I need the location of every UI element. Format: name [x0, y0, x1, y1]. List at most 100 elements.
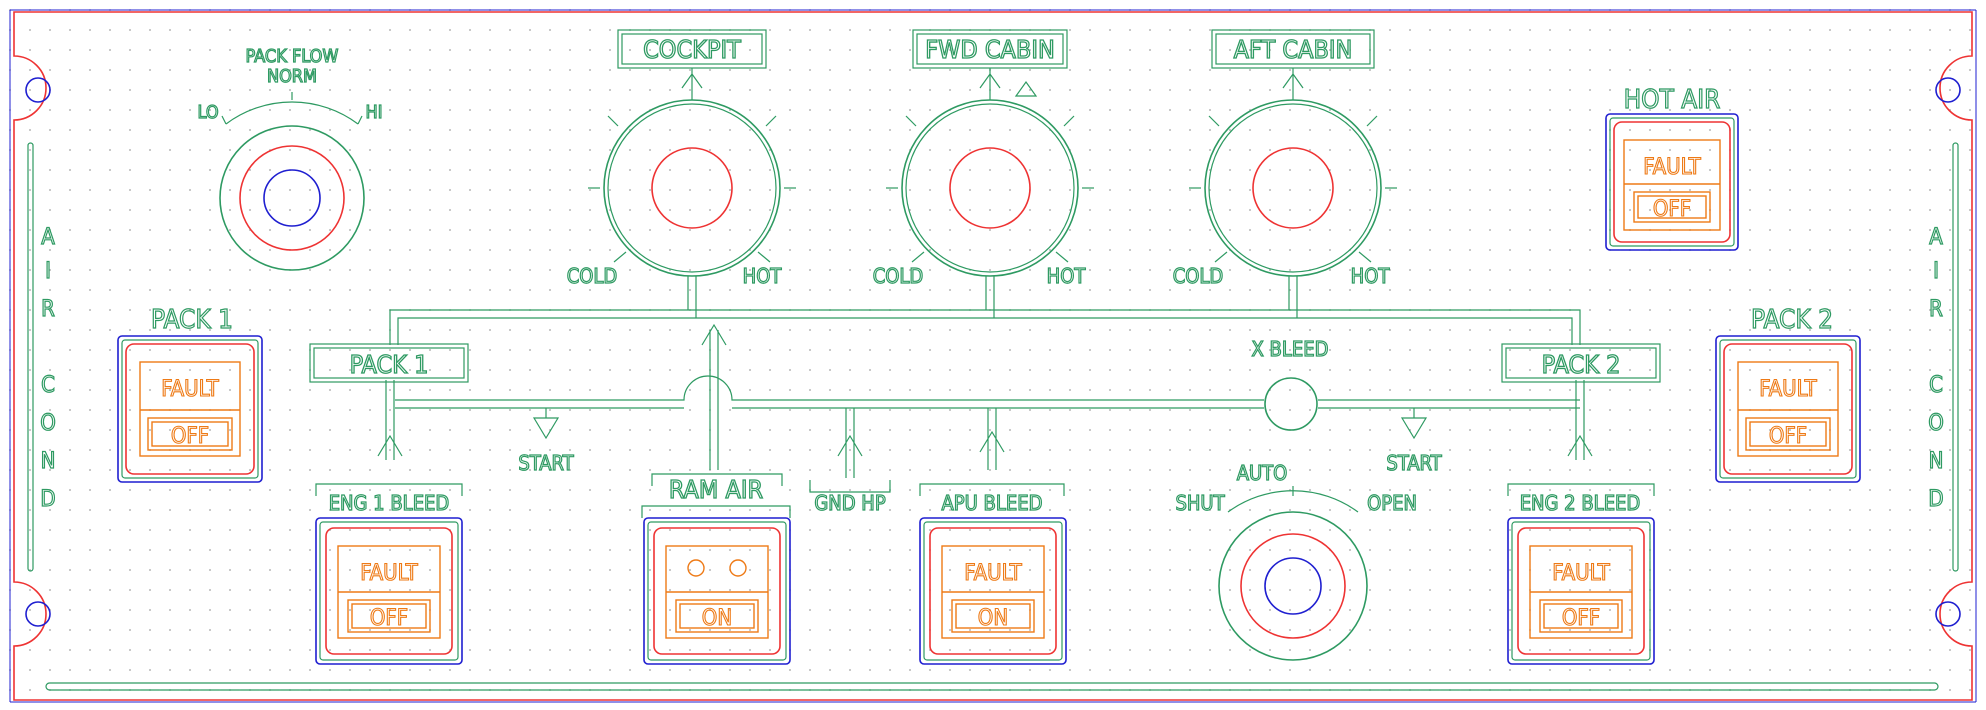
pack-flow-knob[interactable]	[219, 125, 365, 271]
eng2-bleed-pushbutton-group: ENG 2 BLEED FAULT OFF	[1507, 483, 1655, 665]
side-letter: N	[41, 449, 56, 474]
side-letter: A	[1929, 225, 1943, 250]
pack-flow-scale-arc	[225, 101, 359, 125]
bottom-rail	[45, 682, 1939, 691]
eng2-bleed-pushbutton[interactable]: FAULT OFF	[1507, 517, 1655, 665]
x-bleed-open-label: OPEN	[1367, 491, 1417, 515]
pack-flow-title: PACK FLOW	[246, 46, 339, 67]
pack-flow-lo-label: LO	[197, 102, 218, 123]
pack-flow-norm-label: NORM	[267, 66, 317, 87]
pack2-schematic-label: PACK 2	[1501, 343, 1661, 383]
pack1-title: PACK 1	[151, 305, 233, 335]
eng1-bleed-pushbutton[interactable]: FAULT OFF	[315, 517, 463, 665]
eng2-bleed-fault-legend: FAULT	[1552, 561, 1610, 586]
apu-bleed-on-legend: ON	[978, 606, 1008, 631]
ram-air-indicator-dot-icon	[729, 559, 747, 577]
side-letter: N	[1929, 449, 1944, 474]
ram-air-on-legend: ON	[702, 606, 732, 631]
ram-air-pushbutton-group: RAM AIR ON	[641, 473, 791, 665]
eng2-bleed-off-legend: OFF	[1562, 606, 1600, 631]
zone-aft-cabin-legend: AFT CABIN	[1211, 29, 1375, 69]
screw-top-left	[25, 77, 51, 103]
hot-air-pushbutton[interactable]: FAULT OFF	[1605, 113, 1739, 251]
panel-outline	[13, 11, 1973, 701]
cockpit-hot-label: HOT	[743, 264, 783, 288]
x-bleed-title: X BLEED	[1252, 337, 1329, 361]
aft-cabin-cold-label: COLD	[1173, 264, 1224, 288]
fwd-cabin-cold-label: COLD	[873, 264, 924, 288]
aft-cabin-scale-ticks	[1189, 115, 1397, 263]
aft-cabin-temp-knob[interactable]	[1204, 99, 1382, 277]
ram-air-indicator-dot-icon	[687, 559, 705, 577]
side-letter: D	[40, 487, 55, 512]
side-letter: O	[1928, 411, 1944, 436]
pack2-off-legend: OFF	[1769, 424, 1807, 449]
zone-fwd-cabin-legend: FWD CABIN	[912, 29, 1068, 69]
side-rail-right	[1952, 142, 1959, 572]
ram-air-pushbutton[interactable]: ON	[643, 517, 791, 665]
apu-bleed-fault-legend: FAULT	[964, 561, 1022, 586]
fwd-cabin-label: FWD CABIN	[925, 35, 1055, 64]
apu-bleed-title: APU BLEED	[942, 491, 1043, 515]
cockpit-cold-label: COLD	[567, 264, 618, 288]
apu-bleed-pushbutton-group: APU BLEED FAULT ON	[919, 483, 1067, 665]
pack2-diagram-label: PACK 2	[1542, 350, 1621, 379]
air-flow-schematic	[377, 276, 1593, 493]
screw-bottom-left	[25, 601, 51, 627]
pack2-pushbutton-group: PACK 2 FAULT OFF	[1715, 304, 1861, 483]
start-label-right: START	[1386, 451, 1442, 475]
side-letter: I	[1933, 259, 1939, 284]
pack1-pushbutton[interactable]: FAULT OFF	[117, 335, 263, 483]
eng1-bleed-pushbutton-group: ENG 1 BLEED FAULT OFF	[315, 483, 463, 665]
cockpit-label: COCKPIT	[643, 35, 741, 64]
fwd-cabin-temp-knob[interactable]	[901, 99, 1079, 277]
pack-flow-hi-label: HI	[366, 102, 383, 123]
side-letter: D	[1928, 487, 1943, 512]
cockpit-temp-knob[interactable]	[603, 99, 781, 277]
side-letter: C	[1929, 373, 1943, 398]
x-bleed-knob[interactable]	[1218, 511, 1368, 661]
fwd-cabin-temp-selector: COLD HOT	[872, 68, 1094, 289]
pack-flow-selector: PACK FLOW NORM LO HI	[197, 45, 383, 271]
hot-air-title: HOT AIR	[1624, 85, 1721, 115]
hot-air-fault-legend: FAULT	[1643, 155, 1701, 180]
screw-top-right	[1935, 77, 1961, 103]
pack2-title: PACK 2	[1751, 305, 1833, 335]
screw-bottom-right	[1935, 601, 1961, 627]
eng1-bleed-title: ENG 1 BLEED	[329, 491, 450, 515]
x-bleed-selector: X BLEED AUTO SHUT OPEN	[1175, 336, 1418, 661]
pack1-schematic-label: PACK 1	[309, 343, 469, 383]
side-letter: R	[1929, 297, 1943, 322]
eng2-bleed-title: ENG 2 BLEED	[1520, 491, 1641, 515]
aft-cabin-temp-selector: COLD HOT	[1172, 68, 1397, 289]
pack1-pushbutton-group: PACK 1 FAULT OFF	[117, 304, 263, 483]
pack1-diagram-label: PACK 1	[350, 350, 429, 379]
hot-air-off-legend: OFF	[1653, 197, 1691, 222]
side-rail-left	[27, 142, 34, 572]
eng1-bleed-off-legend: OFF	[370, 606, 408, 631]
pack1-off-legend: OFF	[171, 424, 209, 449]
cockpit-scale-ticks	[588, 115, 796, 263]
side-letter: O	[40, 411, 56, 436]
side-title-left: A I R C O N D	[40, 224, 57, 512]
side-letter: I	[45, 259, 51, 284]
pack2-pushbutton[interactable]: FAULT OFF	[1715, 335, 1861, 483]
start-label-left: START	[518, 451, 574, 475]
x-bleed-shut-label: SHUT	[1175, 491, 1225, 515]
pack2-fault-legend: FAULT	[1759, 377, 1817, 402]
aft-cabin-hot-label: HOT	[1351, 264, 1391, 288]
eng1-bleed-fault-legend: FAULT	[360, 561, 418, 586]
hot-air-pushbutton-group: HOT AIR FAULT OFF	[1605, 84, 1739, 251]
x-bleed-auto-label: AUTO	[1237, 461, 1288, 485]
ram-air-title: RAM AIR	[669, 475, 763, 504]
cockpit-temp-selector: COLD HOT	[566, 68, 796, 289]
fwd-cabin-scale-ticks	[886, 115, 1094, 263]
pack1-fault-legend: FAULT	[161, 377, 219, 402]
apu-bleed-pushbutton[interactable]: FAULT ON	[919, 517, 1067, 665]
aft-cabin-label: AFT CABIN	[1234, 35, 1353, 64]
side-letter: R	[41, 297, 55, 322]
fwd-cabin-hot-label: HOT	[1047, 264, 1087, 288]
gnd-hp-label: GND HP	[814, 491, 886, 515]
